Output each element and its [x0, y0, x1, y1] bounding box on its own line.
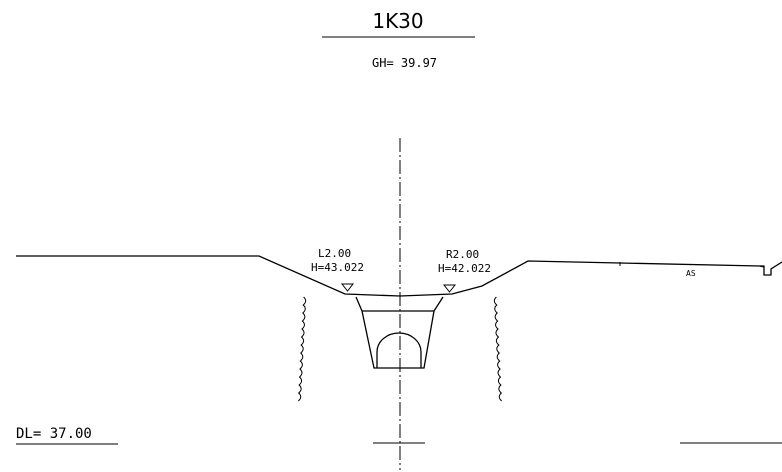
- left-height-marker: L2.00 H=43.022: [311, 247, 364, 292]
- left-lining: [297, 296, 307, 402]
- right-height-marker: R2.00 H=42.022: [438, 248, 491, 293]
- section-title: 1K30: [372, 9, 423, 33]
- left-triangle-icon: [340, 283, 355, 292]
- left-height-label: H=43.022: [311, 261, 364, 274]
- right-station-label: R2.00: [446, 248, 479, 261]
- right-height-label: H=42.022: [438, 262, 491, 275]
- tunnel-structure: [297, 296, 503, 402]
- ground-profile: [16, 255, 765, 297]
- right-lining: [493, 296, 503, 402]
- ground-height-label: GH= 39.97: [372, 56, 437, 70]
- right-triangle-icon: [442, 284, 457, 293]
- tunnel-arch: [376, 332, 422, 368]
- excavation-walls: [355, 296, 444, 369]
- left-station-label: L2.00: [318, 247, 351, 260]
- datum-label: DL= 37.00: [16, 426, 92, 442]
- edge-drain-symbol: [760, 261, 782, 276]
- surface-label: AS: [686, 269, 696, 278]
